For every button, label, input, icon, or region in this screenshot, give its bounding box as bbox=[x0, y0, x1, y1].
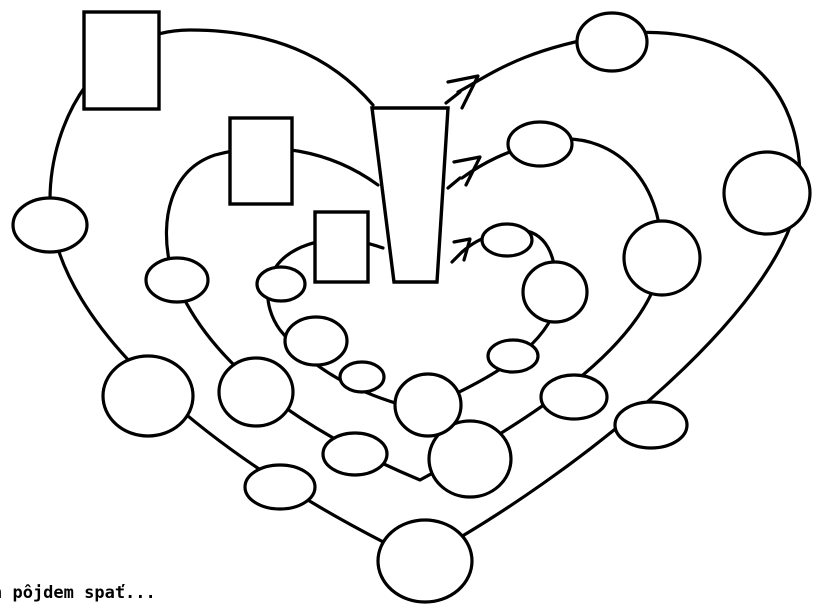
start-arrow-outer bbox=[446, 76, 478, 108]
caption-text: n pôjdem spať... bbox=[0, 583, 156, 603]
board-space[interactable] bbox=[219, 358, 293, 426]
board-space[interactable] bbox=[285, 317, 347, 365]
board-space[interactable] bbox=[508, 122, 572, 166]
board-space[interactable] bbox=[541, 375, 607, 419]
start-arrow-middle bbox=[448, 157, 480, 188]
card-slot-outer[interactable] bbox=[84, 12, 159, 109]
board-space[interactable] bbox=[340, 362, 384, 392]
board-space[interactable] bbox=[395, 374, 461, 436]
start-arrow-inner bbox=[452, 239, 470, 262]
board-space[interactable] bbox=[624, 221, 700, 295]
center-card bbox=[372, 108, 448, 282]
board-space[interactable] bbox=[103, 356, 193, 436]
board-space[interactable] bbox=[615, 402, 687, 448]
board-space[interactable] bbox=[724, 152, 810, 234]
card-slot-middle[interactable] bbox=[230, 118, 292, 204]
board-space[interactable] bbox=[257, 267, 305, 301]
board-space[interactable] bbox=[577, 13, 647, 71]
board-space[interactable] bbox=[13, 198, 87, 252]
board-space[interactable] bbox=[245, 465, 315, 509]
board-space[interactable] bbox=[482, 224, 532, 256]
card-slot-inner[interactable] bbox=[315, 212, 368, 282]
board-space[interactable] bbox=[323, 433, 387, 475]
board-space[interactable] bbox=[146, 258, 208, 302]
board-space[interactable] bbox=[523, 262, 587, 322]
board-space[interactable] bbox=[488, 340, 538, 372]
board-space[interactable] bbox=[378, 520, 472, 602]
